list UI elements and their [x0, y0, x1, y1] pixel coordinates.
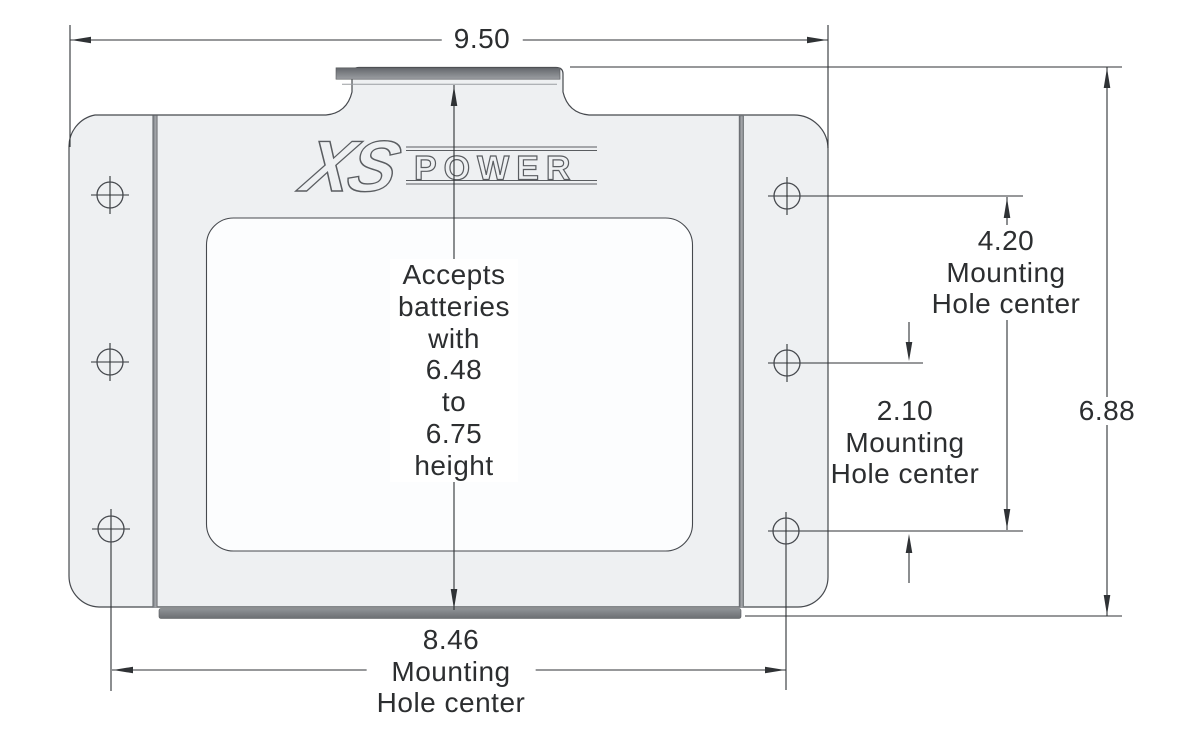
note-line-1: Accepts	[402, 259, 506, 290]
mid-hole-offset-value: 2.10	[876, 395, 934, 426]
note-line-6: 6.75	[425, 417, 483, 449]
mid-hole-offset-mounting: Mounting	[845, 426, 965, 458]
arrow-top-offset-up	[1003, 198, 1011, 218]
arrow-note-down	[450, 589, 458, 609]
bottom-span-label: 8.46 Mounting Hole center	[366, 624, 536, 719]
overall-width-label: 9.50	[441, 25, 523, 53]
logo-power-text: POWER	[414, 150, 577, 188]
arrow-height-top	[1103, 68, 1111, 88]
mounting-hole-top-right	[773, 182, 801, 210]
arrow-mid-offset-up	[905, 534, 913, 553]
bottom-span-hole-center: Hole center	[376, 687, 526, 718]
arrow-width-left	[71, 36, 91, 44]
note-line-7: height	[414, 449, 494, 481]
top-hole-offset-hole-center: Hole center	[931, 288, 1081, 319]
mounting-hole-mid-right	[773, 349, 801, 377]
arrow-mid-offset-down	[905, 342, 913, 361]
mid-hole-offset-hole-center: Hole center	[830, 458, 980, 489]
arrow-width-right	[807, 36, 827, 44]
mid-hole-offset-label: 2.10 Mounting Hole center	[830, 395, 980, 490]
dimension-arrows	[71, 36, 1111, 674]
bottom-span-mounting: Mounting	[391, 655, 511, 687]
bottom-edge-strip	[158, 608, 742, 619]
mounting-hole-top-left	[96, 181, 124, 209]
mounting-hole-mid-left	[96, 348, 124, 376]
fold-line-left	[152, 115, 158, 608]
battery-height-note: Accepts batteries with 6.48 to 6.75 heig…	[390, 259, 518, 482]
note-line-5: to	[441, 386, 467, 418]
arrow-top-offset-down	[1003, 509, 1011, 529]
mounting-hole-bottom-left	[97, 515, 125, 543]
note-line-2: batteries	[398, 290, 510, 322]
top-hole-offset-value: 4.20	[977, 225, 1035, 256]
top-hole-offset-mounting: Mounting	[946, 256, 1066, 288]
fold-line-right	[738, 115, 745, 608]
arrow-height-bottom	[1103, 595, 1111, 615]
mounting-hole-bottom-right	[772, 517, 800, 545]
arrow-span-right	[765, 666, 785, 674]
top-hole-offset-label: 4.20 Mounting Hole center	[931, 225, 1081, 320]
overall-height-label: 6.88	[1068, 397, 1146, 425]
note-line-4: 6.48	[425, 354, 483, 386]
top-tab-edge-strip	[335, 67, 561, 80]
arrow-note-up	[450, 86, 458, 106]
arrow-span-left	[113, 666, 133, 674]
note-line-3: with	[428, 322, 480, 354]
bottom-span-value: 8.46	[422, 624, 480, 655]
mounting-holes	[96, 181, 801, 545]
